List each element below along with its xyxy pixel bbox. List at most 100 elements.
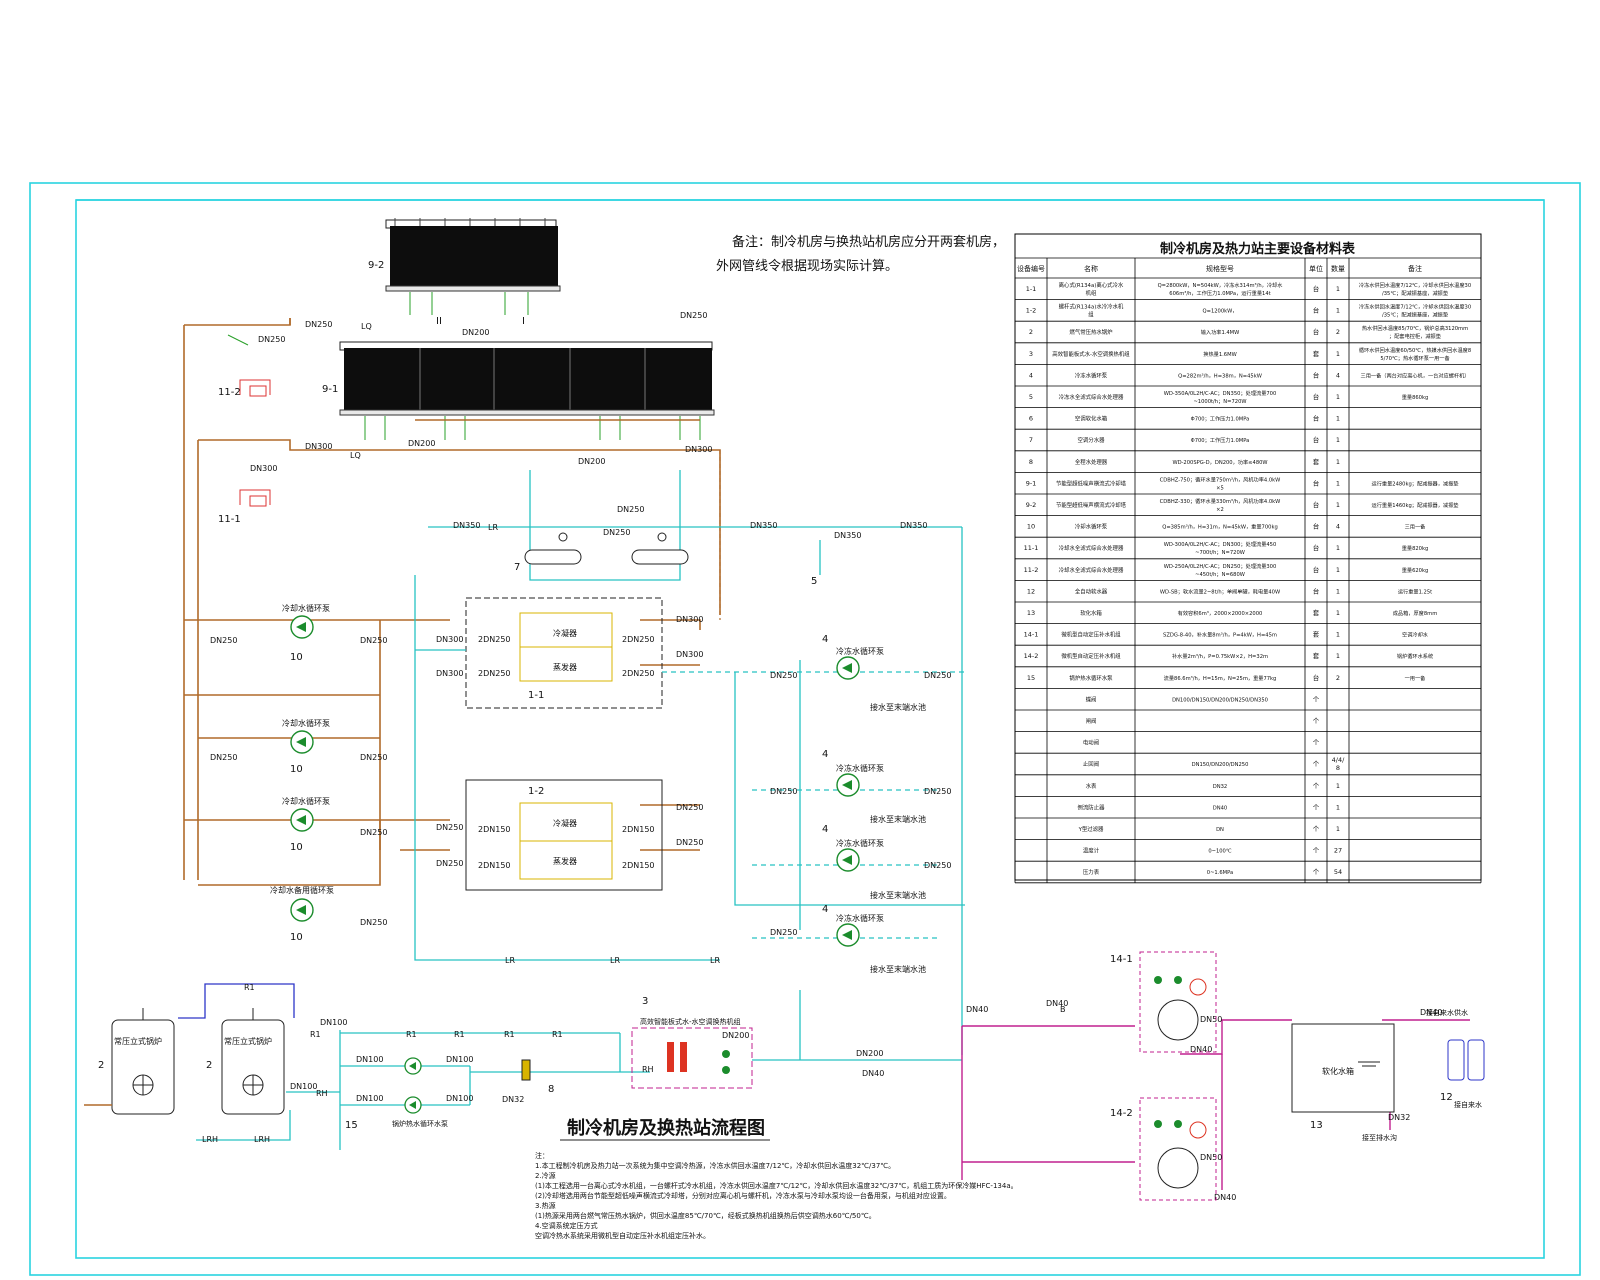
table-cell: 4	[1029, 371, 1033, 379]
table-cell: 运行重量1460kg；配减振器，减振垫	[1372, 501, 1460, 509]
pipe-dn250-h: DN250	[770, 671, 797, 680]
label-chw-pump-1: 冷冻水循环泵	[836, 646, 884, 656]
table-cell: 6	[1029, 415, 1033, 423]
pipe-dn200-c: DN200	[578, 457, 605, 466]
table-cell: 8	[1336, 764, 1340, 772]
table-cell: 0~100℃	[1208, 849, 1232, 855]
table-cell: 运行重量2480kg；配减振器，减振垫	[1372, 479, 1460, 487]
table-cell: 全程水处理器	[1075, 458, 1108, 466]
table-cell: 冷冻水供回水温度7/12℃，冷却水供回水温度30	[1359, 281, 1471, 289]
table-cell: 高效智能板式水-水空调换热机组	[1052, 350, 1130, 358]
cooling-tower-9-2	[385, 218, 561, 315]
table-cell: 组	[1088, 311, 1094, 319]
pipe-dn250-p: DN250	[436, 823, 463, 832]
chiller-1-1-tag: 1-1	[528, 690, 544, 701]
pipe-lr-c: LR	[610, 956, 620, 965]
table-cell: 重量820kg	[1402, 544, 1429, 552]
table-cell: 锅炉热水循环水泵	[1069, 674, 1113, 682]
table-cell: 5	[1029, 393, 1033, 401]
table-header-cell: 名称	[1084, 264, 1098, 273]
table-cell: 冷冻水全滤式综合水处理器	[1059, 393, 1124, 401]
water-treatment-8	[521, 1059, 531, 1081]
table-cell: 台	[1313, 327, 1320, 336]
table-cell: 流量86.6m³/h，H=15m，N=25m，重量77kg	[1164, 674, 1277, 682]
footnote-6: (1)热源采用两台燃气常压热水锅炉，供回水温度85℃/70℃，经板式换热机组换热…	[535, 1211, 876, 1220]
pipe-lr-a: LR	[488, 523, 498, 532]
table-cell: 1	[1336, 350, 1340, 358]
pipe-tag-i: I	[522, 316, 525, 327]
boiler-a-label: 常压立式锅炉	[114, 1036, 162, 1046]
pipe-dn300-a: DN300	[436, 635, 463, 644]
pipe-dn32-a: DN32	[502, 1095, 524, 1104]
pipe-dn250-k: DN250	[924, 861, 951, 870]
pipe-2dn150-d: 2DN150	[622, 861, 655, 870]
tag-4-b: 4	[822, 749, 828, 760]
table-cell: 套	[1313, 608, 1320, 617]
table-cell: 1	[1336, 436, 1340, 444]
table-cell: 机组	[1086, 289, 1097, 297]
table-cell: 有效容积6m³，2000×2000×2000	[1178, 609, 1263, 617]
chiller-1-2-cond: 蒸发器	[553, 856, 577, 866]
pipe-lr-d: LR	[710, 956, 720, 965]
pump-group-chw	[836, 656, 860, 947]
pipe-dn100-a: DN100	[320, 1018, 347, 1027]
pump-group-boiler	[404, 1057, 422, 1114]
table-cell: 套	[1313, 651, 1320, 660]
pipe-lq-a: LQ	[361, 322, 372, 331]
pipe-dn250-r: DN250	[360, 918, 387, 927]
table-cell: 重量620kg	[1402, 566, 1429, 574]
table-cell: 输入功率1.4MW	[1201, 328, 1240, 336]
label-cw-pump-1: 冷却水循环泵	[282, 603, 330, 613]
table-cell: 个	[1313, 782, 1320, 790]
pipe-dn250-l: DN250	[770, 928, 797, 937]
note-line-2: 外网管线令根据现场实际计算。	[716, 259, 898, 274]
table-cell: 换热量1.6MW	[1203, 350, 1236, 358]
table-cell: 冷却水循环泵	[1075, 523, 1108, 531]
table-cell: DN150/DN200/DN250	[1192, 762, 1249, 768]
pipe-2dn250-b: 2DN250	[478, 669, 511, 678]
table-cell: 套	[1313, 457, 1320, 466]
diagram-title: 制冷机房及换热站流程图	[567, 1117, 765, 1139]
table-cell: 冷冻水循环泵	[1075, 371, 1108, 379]
table-cell: 2	[1029, 328, 1033, 336]
boiler-b	[221, 1008, 285, 1115]
table-cell: 燃气常压热水锅炉	[1069, 328, 1112, 336]
table-cell: 成品箱，厚度8mm	[1393, 609, 1438, 617]
label-to-end-2: 接水至末端水池	[870, 814, 926, 824]
table-cell: 重量860kg	[1402, 393, 1429, 401]
pipe-dn250-w: DN250	[603, 528, 630, 537]
table-cell: 台	[1313, 673, 1320, 682]
table-cell: 空调分水器	[1078, 436, 1106, 444]
label-chw-pump-3: 冷冻水循环泵	[836, 838, 884, 848]
heat-exchanger-3	[631, 1027, 753, 1089]
table-cell: 冷冻水供回水温度7/12℃，冷却水供回水温度30	[1359, 303, 1471, 311]
table-cell: Q=282m³/h，H=38m，N=45kW	[1178, 373, 1262, 379]
table-cell: 补水量2m³/h，P=0.75kW×2，H=32m	[1172, 652, 1268, 660]
pipe-lrh-a: LRH	[202, 1135, 218, 1144]
pipe-dn250-f: DN250	[676, 838, 703, 847]
chiller-1-2-evap: 冷凝器	[553, 818, 577, 828]
table-cell: 1-1	[1026, 285, 1037, 293]
table-cell: 台	[1313, 500, 1320, 509]
label-chw-pump-4: 冷冻水循环泵	[836, 913, 884, 923]
table-cell: WD-300A/0L2H/C-AC；DN300；处理流量450	[1164, 540, 1277, 548]
soft-water-tank-13	[1291, 1023, 1395, 1113]
table-header-cell: 规格型号	[1206, 264, 1234, 273]
table-cell: 空调冷却水	[1402, 631, 1429, 639]
pipe-dn300-g: DN300	[685, 445, 712, 454]
pipe-dn250-s: DN250	[258, 335, 285, 344]
table-cell: 0~1.6MPa	[1207, 870, 1233, 876]
table-cell: /35℃；配减振基座，减振垫	[1382, 289, 1449, 297]
pipe-2dn250-a: 2DN250	[478, 635, 511, 644]
table-cell: 止回阀	[1083, 760, 1099, 768]
pipe-dn250-q: DN250	[436, 859, 463, 868]
table-cell: 个	[1313, 803, 1320, 811]
table-cell: 微机型自动定压补水机组	[1061, 631, 1121, 639]
table-cell: WD-250A/0L2H/C-AC；DN250；处理流量300	[1164, 562, 1277, 570]
pipe-dn40-f: DN40	[1420, 1008, 1442, 1017]
table-cell: 3	[1029, 350, 1033, 358]
footnote-1: 1.本工程制冷机房及热力站一次系统为集中空调冷热源，冷冻水供回水温度7/12℃，…	[535, 1161, 895, 1170]
pipe-dn50-b: DN50	[1200, 1153, 1222, 1162]
pipe-dn100-c: DN100	[356, 1055, 383, 1064]
tag-10-b: 10	[290, 764, 303, 775]
